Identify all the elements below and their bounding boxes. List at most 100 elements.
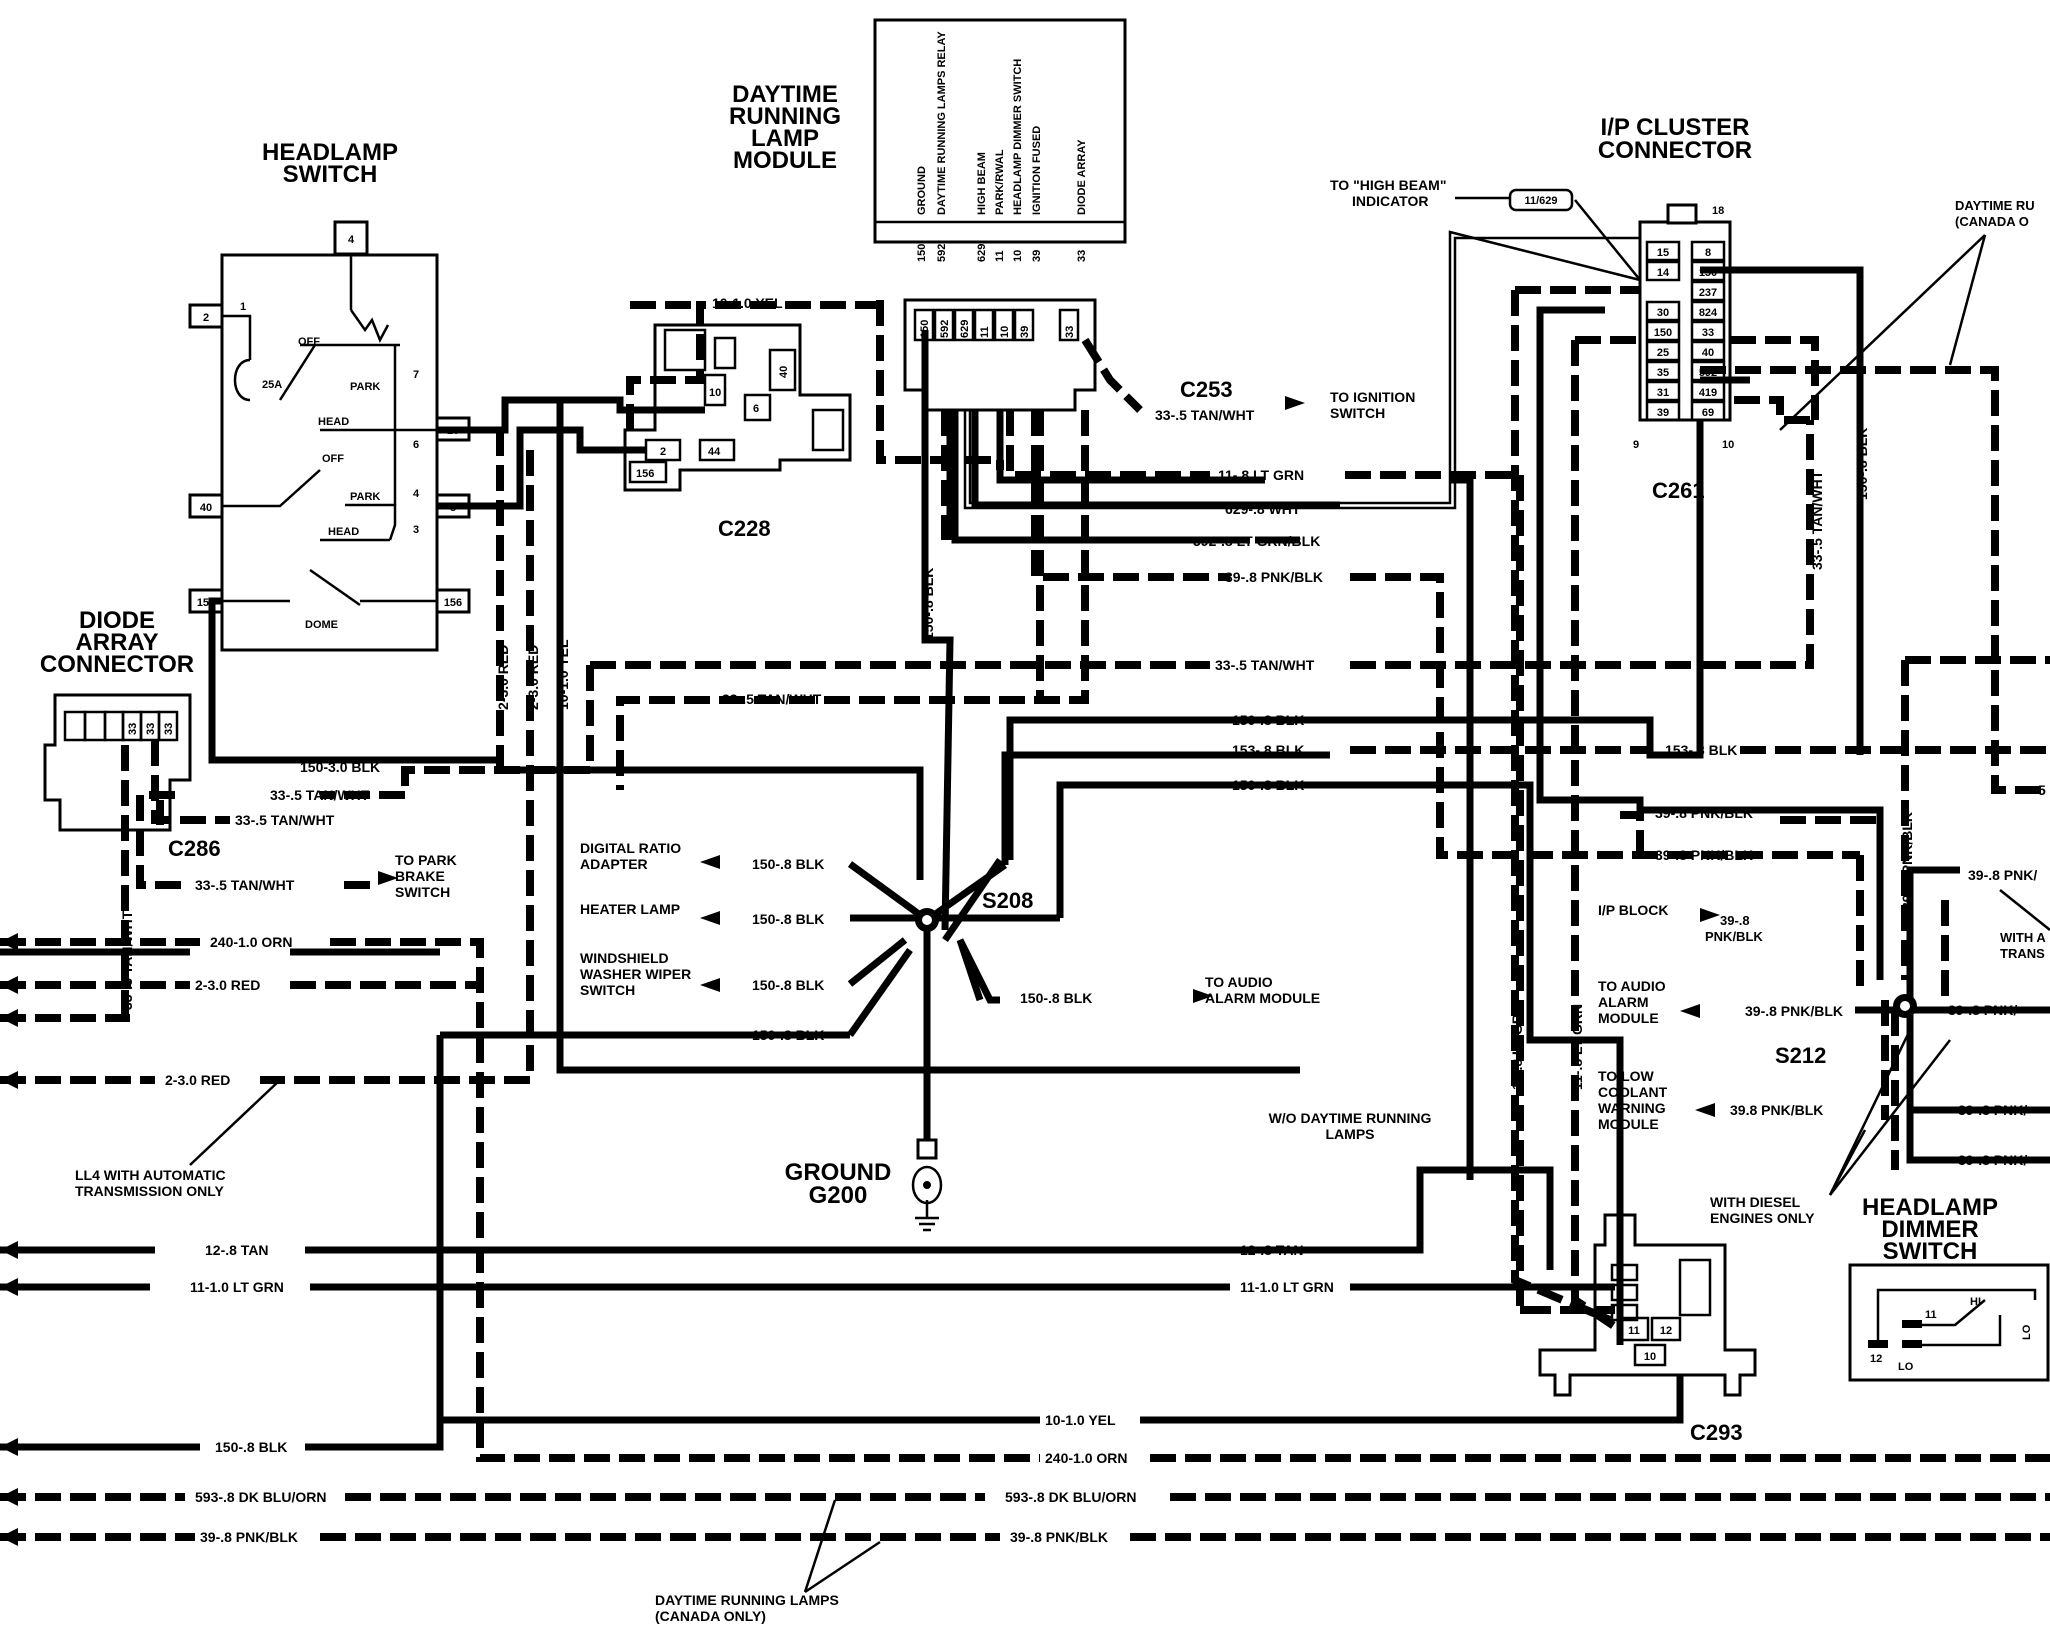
drl-module-heading: DAYTIME RUNNING LAMP MODULE xyxy=(729,81,841,174)
svg-text:11-1.0 LT GRN: 11-1.0 LT GRN xyxy=(1240,1279,1334,1295)
svg-text:69: 69 xyxy=(1702,407,1714,419)
svg-text:PARK: PARK xyxy=(350,381,380,393)
svg-text:419: 419 xyxy=(1699,387,1717,399)
svg-text:39-.8 PNK/BLK: 39-.8 PNK/BLK xyxy=(1225,569,1323,585)
svg-text:33: 33 xyxy=(163,723,175,735)
svg-text:39.8 PNK/BLK: 39.8 PNK/BLK xyxy=(1730,1102,1823,1118)
svg-text:HEAD: HEAD xyxy=(318,416,349,428)
svg-text:33-.5 TAN/WHT: 33-.5 TAN/WHT xyxy=(119,910,135,1010)
svg-text:11: 11 xyxy=(994,250,1006,262)
to-low-coolant-note: TO LOW COOLANT WARNING MODULE xyxy=(1598,1068,1668,1132)
svg-text:12-.8 TAN: 12-.8 TAN xyxy=(205,1242,269,1258)
digital-ratio-note: DIGITAL RATIO ADAPTER xyxy=(580,840,681,872)
svg-text:3: 3 xyxy=(413,524,419,536)
arrowheads xyxy=(0,396,1720,1546)
svg-text:10: 10 xyxy=(1644,1351,1656,1363)
svg-text:MODULE: MODULE xyxy=(733,147,837,174)
svg-text:33-.5 TAN/WHT: 33-.5 TAN/WHT xyxy=(722,691,822,707)
dimmer-switch-heading: HEADLAMP DIMMER SWITCH xyxy=(1862,1194,1998,1265)
svg-text:10: 10 xyxy=(1722,439,1734,451)
svg-text:TO IGNITION: TO IGNITION xyxy=(1330,389,1415,405)
svg-text:11-1.0 LT GRN: 11-1.0 LT GRN xyxy=(190,1279,284,1295)
svg-text:6: 6 xyxy=(413,439,419,451)
svg-text:WARNING: WARNING xyxy=(1598,1100,1666,1116)
svg-text:10: 10 xyxy=(1012,250,1024,262)
svg-text:2-3.0 RED: 2-3.0 RED xyxy=(525,645,541,710)
svg-text:8: 8 xyxy=(1705,247,1711,259)
arrow-left-icon xyxy=(0,1009,18,1027)
svg-text:7: 7 xyxy=(413,369,419,381)
svg-text:HEADLAMP: HEADLAMP xyxy=(1862,1194,1998,1221)
diode-array-connector: 33 33 33 xyxy=(43,693,192,832)
connector-ids: C228 C253 C261 C286 C293 S208 S212 xyxy=(168,377,1826,1445)
svg-text:39-.8 PNK/: 39-.8 PNK/ xyxy=(1948,1002,2017,1018)
svg-text:33-.5 TAN/WHT: 33-.5 TAN/WHT xyxy=(1215,657,1315,673)
svg-text:2-3.0 RED: 2-3.0 RED xyxy=(195,977,260,993)
svg-text:40: 40 xyxy=(1702,347,1714,359)
svg-text:156: 156 xyxy=(636,468,654,480)
svg-text:33: 33 xyxy=(1076,250,1088,262)
svg-text:150: 150 xyxy=(1654,327,1672,339)
svg-text:9: 9 xyxy=(1633,439,1639,451)
svg-text:DOME: DOME xyxy=(305,619,338,631)
svg-text:LAMP: LAMP xyxy=(751,125,819,152)
svg-text:OFF: OFF xyxy=(298,336,320,348)
svg-text:CONNECTOR: CONNECTOR xyxy=(1598,137,1752,164)
arrow-left-icon xyxy=(0,933,18,951)
svg-text:S212: S212 xyxy=(1775,1043,1826,1068)
heater-lamp-note: HEATER LAMP xyxy=(580,901,680,917)
arrow-left-icon xyxy=(700,911,720,925)
svg-text:593-.8 DK BLU/ORN: 593-.8 DK BLU/ORN xyxy=(195,1489,326,1505)
svg-text:11-.8 LT GRN: 11-.8 LT GRN xyxy=(1218,467,1304,483)
arrow-left-icon xyxy=(0,1438,18,1456)
svg-text:12: 12 xyxy=(1660,1325,1672,1337)
svg-text:150-.8 BLK: 150-.8 BLK xyxy=(1854,428,1870,500)
ll4-note: LL4 WITH AUTOMATIC TRANSMISSION ONLY xyxy=(75,1079,281,1199)
arrow-left-icon xyxy=(0,1071,18,1089)
svg-text:DIMMER: DIMMER xyxy=(1881,1216,1978,1243)
svg-text:40: 40 xyxy=(200,502,212,514)
svg-text:(CANADA ONLY): (CANADA ONLY) xyxy=(655,1608,766,1624)
svg-text:WASHER WIPER: WASHER WIPER xyxy=(580,966,691,982)
drl-canada-bottom-note: DAYTIME RUNNING LAMPS (CANADA ONLY) xyxy=(655,1499,881,1624)
svg-text:153-.8 BLK: 153-.8 BLK xyxy=(1665,742,1737,758)
svg-text:SWITCH: SWITCH xyxy=(1883,1238,1978,1265)
svg-text:SWITCH: SWITCH xyxy=(283,161,378,188)
svg-text:150-.8 BLK: 150-.8 BLK xyxy=(1020,990,1092,1006)
svg-text:TRANSMISSION ONLY: TRANSMISSION ONLY xyxy=(75,1183,224,1199)
svg-text:11-.8 LT GRN: 11-.8 LT GRN xyxy=(1509,1004,1525,1090)
svg-text:SWITCH: SWITCH xyxy=(395,884,450,900)
svg-text:39-.8: 39-.8 xyxy=(1720,913,1750,928)
svg-text:33: 33 xyxy=(127,723,139,735)
svg-text:33: 33 xyxy=(1064,326,1076,338)
svg-text:C253: C253 xyxy=(1180,377,1233,402)
svg-text:DAYTIME: DAYTIME xyxy=(732,81,838,108)
svg-text:592: 592 xyxy=(936,244,948,262)
svg-text:PARK/RWAL: PARK/RWAL xyxy=(994,149,1006,215)
svg-text:6: 6 xyxy=(753,403,759,415)
arrow-left-icon xyxy=(1695,1103,1715,1117)
svg-text:39-.8 PNK/: 39-.8 PNK/ xyxy=(1958,1102,2027,1118)
ip-cluster-connector: 18 9 10 15 14 30 150 25 35 31 39 8 150 2… xyxy=(1633,203,1734,451)
svg-text:5: 5 xyxy=(2038,782,2046,798)
svg-text:150-.8 BLK: 150-.8 BLK xyxy=(920,568,936,640)
drl-module-circuits: 150 592 629 11 10 39 33 xyxy=(916,244,1088,262)
svg-text:10-1.0 YEL: 10-1.0 YEL xyxy=(555,639,571,710)
with-diesel-note: WITH DIESEL ENGINES ONLY xyxy=(1710,1029,1951,1226)
svg-text:11: 11 xyxy=(1925,1309,1937,1321)
svg-text:33-.5 TAN/WHT: 33-.5 TAN/WHT xyxy=(270,787,370,803)
high-beam-note: TO "HIGH BEAM" INDICATOR 11/629 xyxy=(1330,177,1574,212)
svg-text:HIGH BEAM: HIGH BEAM xyxy=(976,152,988,215)
svg-text:C228: C228 xyxy=(718,516,771,541)
svg-text:10-1.0 YEL: 10-1.0 YEL xyxy=(712,295,783,311)
arrow-left-icon xyxy=(700,978,720,992)
svg-text:ALARM MODULE: ALARM MODULE xyxy=(1205,990,1320,1006)
svg-text:LL4 WITH AUTOMATIC: LL4 WITH AUTOMATIC xyxy=(75,1167,226,1183)
wo-drl-note: W/O DAYTIME RUNNING LAMPS xyxy=(1269,1110,1432,1142)
svg-text:11: 11 xyxy=(979,326,991,338)
to-park-brake-note: TO PARK BRAKE SWITCH xyxy=(395,852,457,900)
svg-text:33: 33 xyxy=(145,723,157,735)
svg-text:C286: C286 xyxy=(168,836,221,861)
svg-text:31: 31 xyxy=(1657,387,1669,399)
svg-text:IGNITION FUSED: IGNITION FUSED xyxy=(1031,126,1043,215)
